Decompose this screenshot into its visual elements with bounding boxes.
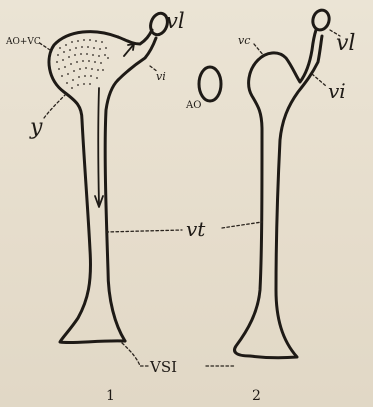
label-vl-right: vl — [336, 31, 355, 56]
label-vsi: VSI — [149, 358, 177, 376]
figure-1-trunk-right-wall — [105, 80, 125, 341]
figure-1-vessel — [49, 11, 170, 343]
figure-number-1: 1 — [106, 388, 115, 404]
label-ao: AO — [185, 100, 201, 111]
figure-1-trunk-left-wall — [49, 32, 125, 343]
figure-1-stipple — [56, 39, 109, 89]
label-ao-vc: AO+VC — [5, 37, 41, 47]
leader-vc — [254, 44, 264, 56]
leader-y — [44, 94, 66, 118]
figure-2-outline — [235, 36, 322, 358]
figure-1-flow-line — [98, 88, 99, 205]
label-y: y — [29, 115, 43, 140]
leader-vi-right — [312, 74, 326, 86]
figure-1-branch-arrow — [124, 44, 134, 56]
label-vi-right: vi — [328, 79, 346, 103]
leader-vsi-left — [122, 343, 148, 366]
leader-vt-left — [106, 230, 182, 232]
figure-number-2: 2 — [252, 388, 261, 404]
figure-1-vl-branch — [118, 30, 152, 44]
label-vi-left: vi — [156, 70, 166, 83]
figure-2-vl-bulb — [311, 8, 332, 31]
label-vc: vc — [238, 34, 250, 47]
figure-2-upper-outline — [258, 30, 316, 82]
leader-vt-right — [222, 222, 262, 228]
label-vl-left: vl — [166, 9, 185, 33]
label-vt: vt — [186, 217, 206, 241]
ao-vessel-circle — [199, 67, 221, 101]
figure-2-vessel — [235, 8, 332, 357]
